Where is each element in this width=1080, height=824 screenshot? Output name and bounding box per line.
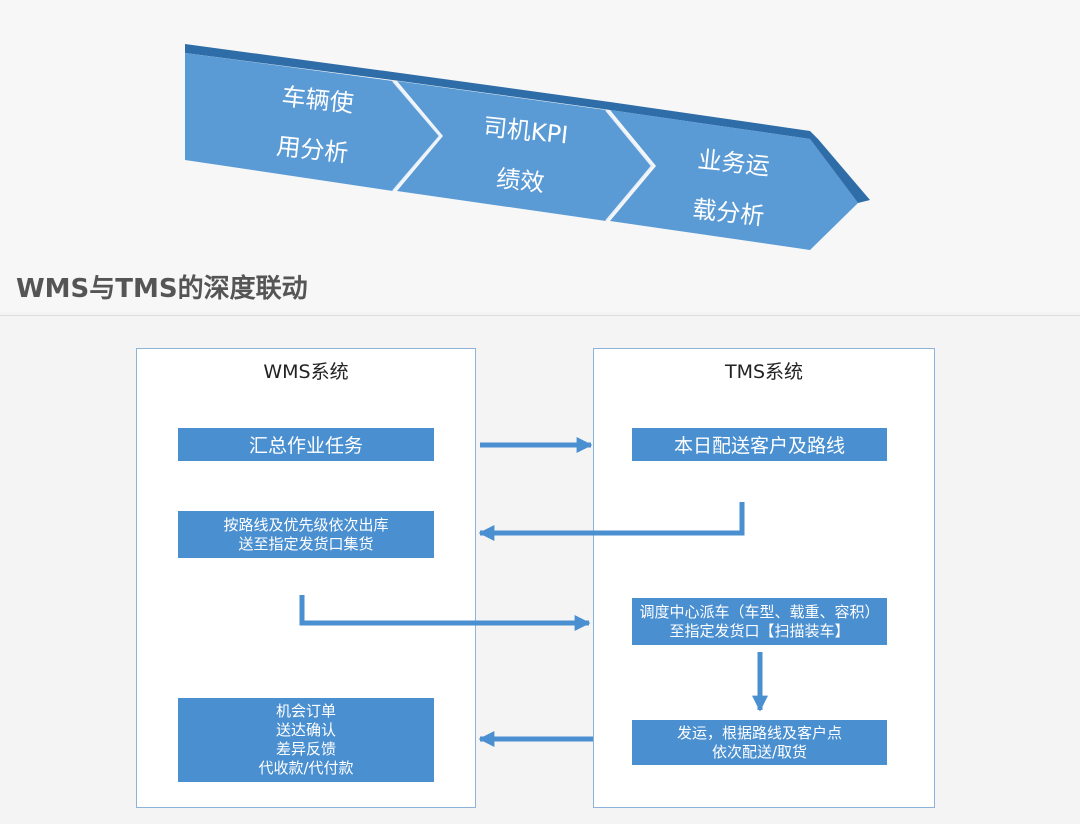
tms-daily-routes-text: 本日配送客户及路线 [673, 435, 845, 457]
chevron-3-label: 业务运 载分析 [661, 131, 801, 244]
wms-summary-tasks-text: 汇总作业任务 [248, 435, 363, 457]
wms-feedback-box: 机会订单 送达确认 差异反馈 代收款/代付款 [178, 698, 434, 782]
chevron-3 [610, 110, 858, 250]
tms-delivery-line-1: 发运，根据路线及客户点 [676, 723, 842, 742]
chevron-3-tip-side [810, 131, 870, 203]
chevron-3-top-edge [610, 102, 810, 139]
wms-panel-title: WMS系统 [263, 361, 349, 383]
tms-dispatch-line-1: 调度中心派车（车型、载重、容积） [639, 602, 880, 621]
wms-feedback-line-4: 代收款/代付款 [258, 759, 354, 777]
chevron-2-label: 司机KPI 绩效 [453, 99, 593, 212]
tms-dispatch-line-2: 至指定发货口【扫描装车】 [669, 621, 850, 640]
wms-outbound-line-1: 按路线及优先级依次出库 [223, 515, 389, 534]
tms-dispatch-box: 调度中心派车（车型、载重、容积） 至指定发货口【扫描装车】 [632, 598, 887, 645]
chevron-separator-2 [605, 109, 654, 222]
wms-feedback-line-3: 差异反馈 [275, 740, 336, 758]
chevron-2-top-edge [400, 73, 610, 110]
chevron-2 [397, 81, 652, 221]
tms-delivery-box: 发运，根据路线及客户点 依次配送/取货 [632, 720, 887, 765]
wms-summary-tasks-box: 汇总作业任务 [178, 428, 434, 461]
tms-delivery-line-2: 依次配送/取货 [711, 742, 808, 761]
tms-panel-title: TMS系统 [724, 361, 804, 383]
section-divider [0, 315, 1080, 316]
wms-outbound-line-2: 送至指定发货口集货 [238, 534, 374, 553]
chevron-1 [185, 53, 440, 191]
chevron-1-top-edge [185, 44, 400, 81]
tms-daily-routes-box: 本日配送客户及路线 [632, 428, 887, 461]
wms-feedback-line-2: 送达确认 [275, 721, 336, 739]
process-chevrons [185, 44, 870, 250]
chevron-1-label: 车辆使 用分析 [245, 68, 385, 181]
wms-outbound-box: 按路线及优先级依次出库 送至指定发货口集货 [178, 511, 434, 558]
chevron-separator-1 [392, 80, 442, 192]
wms-feedback-line-1: 机会订单 [275, 702, 336, 720]
section-title: WMS与TMS的深度联动 [16, 274, 308, 304]
